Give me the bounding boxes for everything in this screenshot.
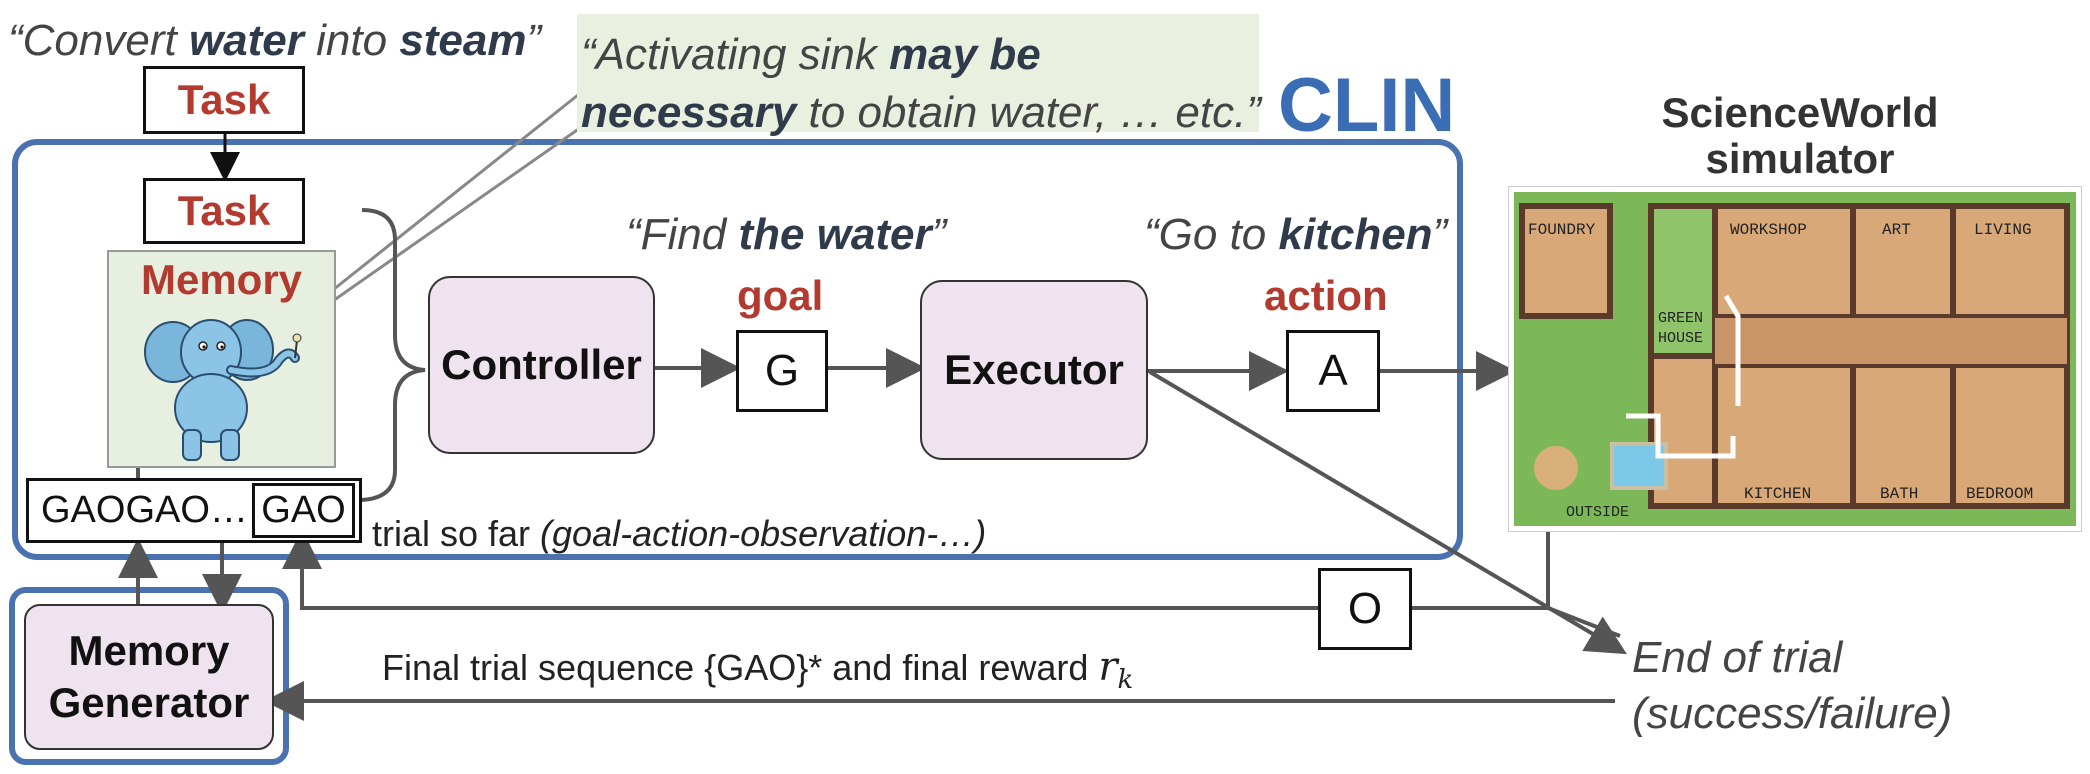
room-label: KITCHEN: [1744, 485, 1811, 503]
room-label: ART: [1882, 221, 1911, 239]
clin-title: CLIN: [1278, 63, 1456, 148]
memory-label: Memory: [140, 256, 303, 303]
sim-to-end-line: [1547, 606, 1621, 638]
task-box-inner: Task: [143, 178, 305, 244]
room-label: WORKSHOP: [1730, 221, 1807, 239]
observation-to-gao-arrow: [282, 529, 1318, 610]
goal-box: G: [736, 330, 828, 412]
task-box-top: Task: [143, 66, 305, 134]
observation-box: O: [1318, 568, 1412, 650]
room-label: LIVING: [1974, 221, 2032, 239]
curly-brace: [361, 208, 426, 502]
end-of-trial-label: End of trial (success/failure): [1632, 633, 1953, 738]
final-caption: Final trial sequence {GAO}* and final re…: [382, 644, 1134, 696]
action-label: action: [1264, 272, 1388, 319]
gao-current-box: GAO: [252, 483, 355, 538]
gao-sequence-text: GAOGAO…: [41, 489, 248, 531]
controller-box: Controller: [428, 276, 655, 454]
executor-box: Executor: [920, 280, 1148, 460]
room-label: HOUSE: [1658, 330, 1703, 347]
action-quote: “Go to kitchen”: [1144, 210, 1448, 259]
room-label: OUTSIDE: [1566, 504, 1629, 521]
room-label: GREEN: [1658, 310, 1703, 327]
elephant-illustration: [144, 319, 302, 461]
task-quote: “Convert water into steam”: [8, 16, 542, 65]
memory-generator-box: Memory Generator: [24, 604, 274, 750]
clin-frame: [12, 139, 1463, 560]
room-label: FOUNDRY: [1528, 221, 1596, 239]
simulator-title: ScienceWorld simulator: [1661, 89, 1939, 182]
executor-to-end-arrow: [1148, 370, 1627, 655]
room-label: BATH: [1880, 485, 1918, 503]
goal-label: goal: [737, 272, 824, 319]
memory-quote-box: “Activating sink may be necessary to obt…: [577, 14, 1261, 137]
memory-panel: Memory: [107, 250, 336, 468]
scienceworld-map: FOUNDRY WORKSHOP ART LIVING GREEN HOUSE …: [1508, 186, 2082, 532]
memory-generator-frame: [9, 587, 289, 765]
action-box: A: [1286, 330, 1380, 412]
memory-quote: “Activating sink may be necessary to obt…: [581, 30, 1261, 137]
trial-caption: trial so far (goal-action-observation-…): [372, 513, 987, 554]
room-label: BEDROOM: [1966, 485, 2033, 503]
goal-quote: “Find the water”: [626, 210, 947, 259]
